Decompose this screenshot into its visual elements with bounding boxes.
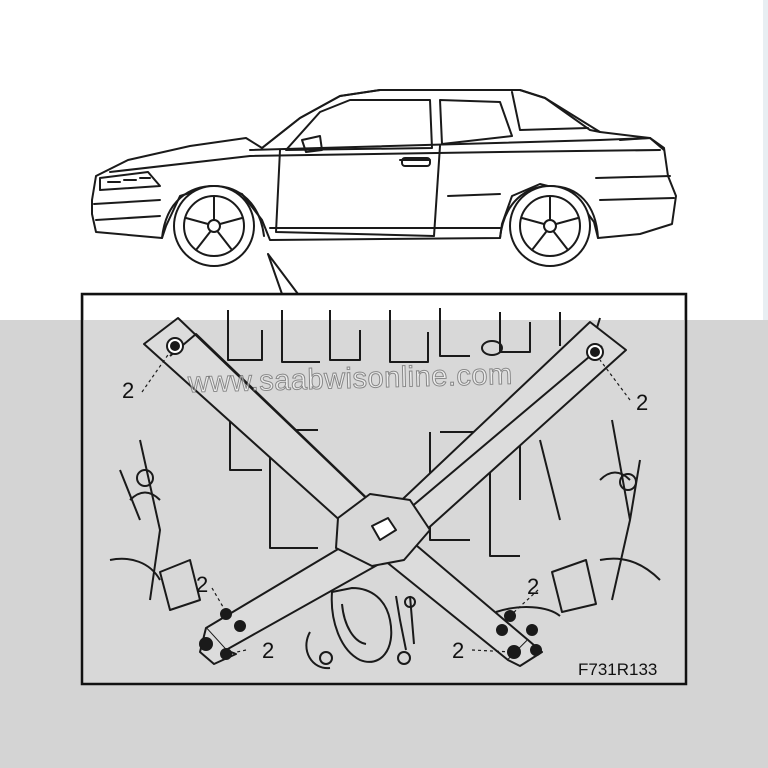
underbody-inset: [80, 292, 688, 686]
figure-code: F731R133: [578, 660, 658, 679]
callout-2-bottom-left: 2: [262, 638, 275, 663]
right-edge-strip: [763, 0, 768, 320]
callout-2-lower-left: 2: [196, 572, 209, 597]
callout-2-top-left: 2: [122, 378, 135, 403]
callout-2-lower-right: 2: [527, 574, 540, 599]
callout-leaders: [141, 351, 631, 655]
callout-2-bottom-right: 2: [452, 638, 465, 663]
car-side-view: [91, 89, 677, 295]
callout-2-top-right: 2: [636, 390, 649, 415]
x-brace: [143, 317, 627, 667]
